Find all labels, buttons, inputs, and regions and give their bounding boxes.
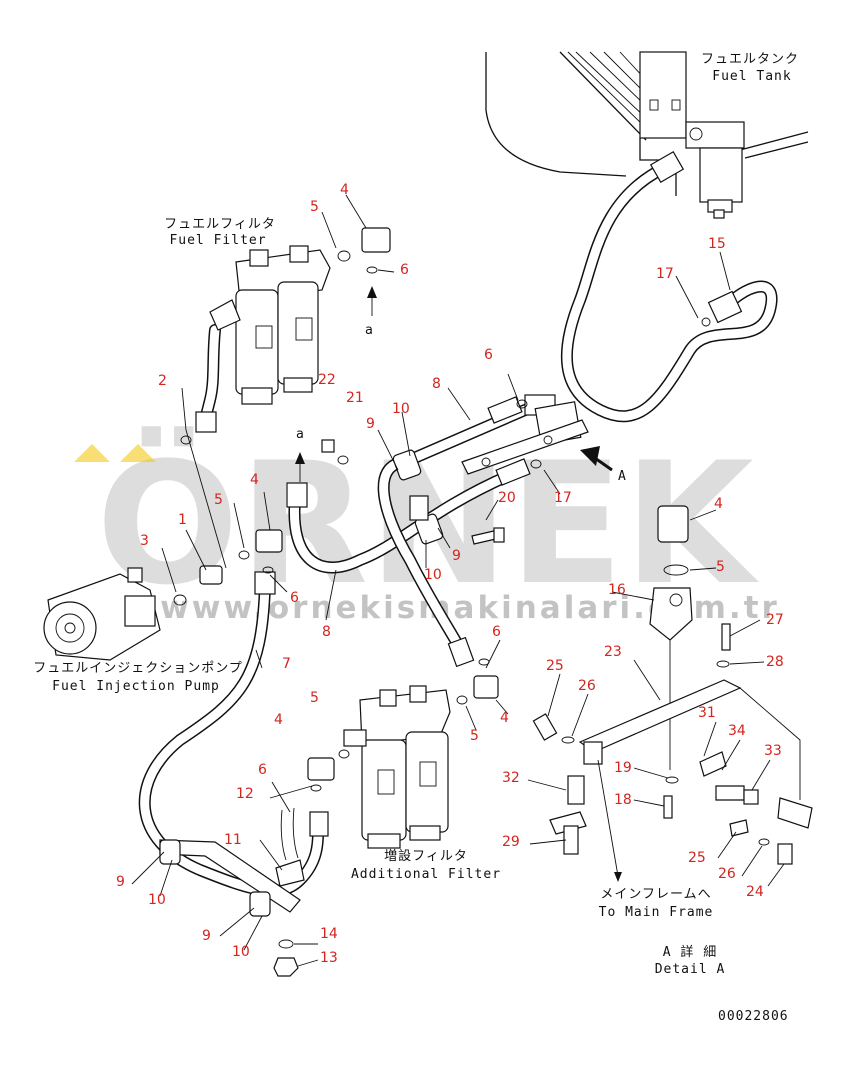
callout-c32: 32 xyxy=(502,770,520,786)
callout-c10a: 10 xyxy=(392,401,410,417)
watermark-accent-right xyxy=(120,444,156,462)
detail-a xyxy=(532,587,813,882)
watermark-accent-left xyxy=(74,444,110,462)
callout-c5c: 5 xyxy=(716,559,725,575)
callout-c24: 24 xyxy=(746,884,764,900)
label-ref-a-top: a xyxy=(365,323,374,338)
callout-c28: 28 xyxy=(766,654,784,670)
callout-c16: 16 xyxy=(608,582,626,598)
fuel-filter-icon xyxy=(209,245,331,405)
callout-c33: 33 xyxy=(764,743,782,759)
text-labels: フュエルタンク Fuel Tank フュエルフィルタ Fuel Filter フ… xyxy=(33,52,799,1024)
label-injection-pump-en: Fuel Injection Pump xyxy=(52,679,220,694)
callout-c17a: 17 xyxy=(656,266,674,282)
callout-c29: 29 xyxy=(502,834,520,850)
injection-pump-icon xyxy=(43,567,161,661)
callout-c1: 1 xyxy=(178,512,187,528)
label-fuel-filter-en: Fuel Filter xyxy=(169,233,266,248)
callout-c19: 19 xyxy=(614,760,632,776)
callout-c11: 11 xyxy=(224,832,242,848)
label-view-a: A xyxy=(618,469,627,484)
label-fuel-tank-jp: フュエルタンク xyxy=(701,52,799,67)
label-detail-en: Detail A xyxy=(655,962,726,977)
callout-c4e: 4 xyxy=(274,712,283,728)
callout-c4b: 4 xyxy=(250,472,259,488)
fuel-tank xyxy=(485,51,809,196)
callout-c14: 14 xyxy=(320,926,338,942)
ref-arrows xyxy=(295,286,377,482)
callout-c23: 23 xyxy=(604,644,622,660)
callout-c15: 15 xyxy=(708,236,726,252)
lower-clamp-assembly xyxy=(159,807,305,977)
callout-c9b: 9 xyxy=(452,548,461,564)
callout-c3: 3 xyxy=(140,533,149,549)
callout-c10d: 10 xyxy=(232,944,250,960)
callout-c13: 13 xyxy=(320,950,338,966)
callout-c6b: 6 xyxy=(290,590,299,606)
leader-lines xyxy=(131,194,785,967)
label-fuel-tank-en: Fuel Tank xyxy=(712,69,791,84)
callout-c9c: 9 xyxy=(116,874,125,890)
callout-c5a: 5 xyxy=(310,199,319,215)
callout-c31: 31 xyxy=(698,705,716,721)
callout-c20: 20 xyxy=(498,490,516,506)
callout-c6e: 6 xyxy=(258,762,267,778)
callout-c5b: 5 xyxy=(214,492,223,508)
bracket-assembly xyxy=(321,394,589,545)
callout-c7: 7 xyxy=(282,656,291,672)
label-fuel-filter-jp: フュエルフィルタ xyxy=(164,217,276,232)
additional-filter-icon xyxy=(343,685,451,849)
callout-c6c: 6 xyxy=(484,347,493,363)
callout-c8b: 8 xyxy=(322,624,331,640)
label-additional-filter-en: Additional Filter xyxy=(351,867,501,882)
callout-c22: 22 xyxy=(318,372,336,388)
drawing-number: 00022806 xyxy=(718,1009,789,1024)
hose-fittings xyxy=(195,151,743,837)
loose-fittings xyxy=(173,227,711,792)
callout-c25a: 25 xyxy=(546,658,564,674)
callout-c6d: 6 xyxy=(492,624,501,640)
callout-c5e: 5 xyxy=(310,690,319,706)
callout-c8a: 8 xyxy=(432,376,441,392)
callout-c6a: 6 xyxy=(400,262,409,278)
callout-c4c: 4 xyxy=(714,496,723,512)
label-detail-jp: A 詳 細 xyxy=(663,944,717,960)
callout-c21: 21 xyxy=(346,390,364,406)
callout-c2: 2 xyxy=(158,373,167,389)
callout-c27: 27 xyxy=(766,612,784,628)
callout-c26b: 26 xyxy=(718,866,736,882)
water-separator-icon xyxy=(685,121,745,219)
callout-c18: 18 xyxy=(614,792,632,808)
callouts: 1234444455555666667889999101010101112131… xyxy=(116,182,784,966)
callout-c10c: 10 xyxy=(148,892,166,908)
callout-c17b: 17 xyxy=(554,490,572,506)
callout-c9a: 9 xyxy=(366,416,375,432)
callout-c4a: 4 xyxy=(340,182,349,198)
callout-c5d: 5 xyxy=(470,728,479,744)
label-injection-pump-jp: フュエルインジェクションポンプ xyxy=(33,661,243,676)
callout-c4d: 4 xyxy=(500,710,509,726)
callout-c34: 34 xyxy=(728,723,746,739)
callout-c10b: 10 xyxy=(424,567,442,583)
view-arrow-a xyxy=(580,446,613,472)
label-ref-a-mid: a xyxy=(296,427,305,442)
callout-c9d: 9 xyxy=(202,928,211,944)
label-additional-filter-jp: 増設フィルタ xyxy=(384,848,468,864)
callout-c25b: 25 xyxy=(688,850,706,866)
label-main-frame-en: To Main Frame xyxy=(599,905,714,920)
callout-c26a: 26 xyxy=(578,678,596,694)
callout-c12: 12 xyxy=(236,786,254,802)
label-main-frame-jp: メインフレームへ xyxy=(600,887,711,902)
